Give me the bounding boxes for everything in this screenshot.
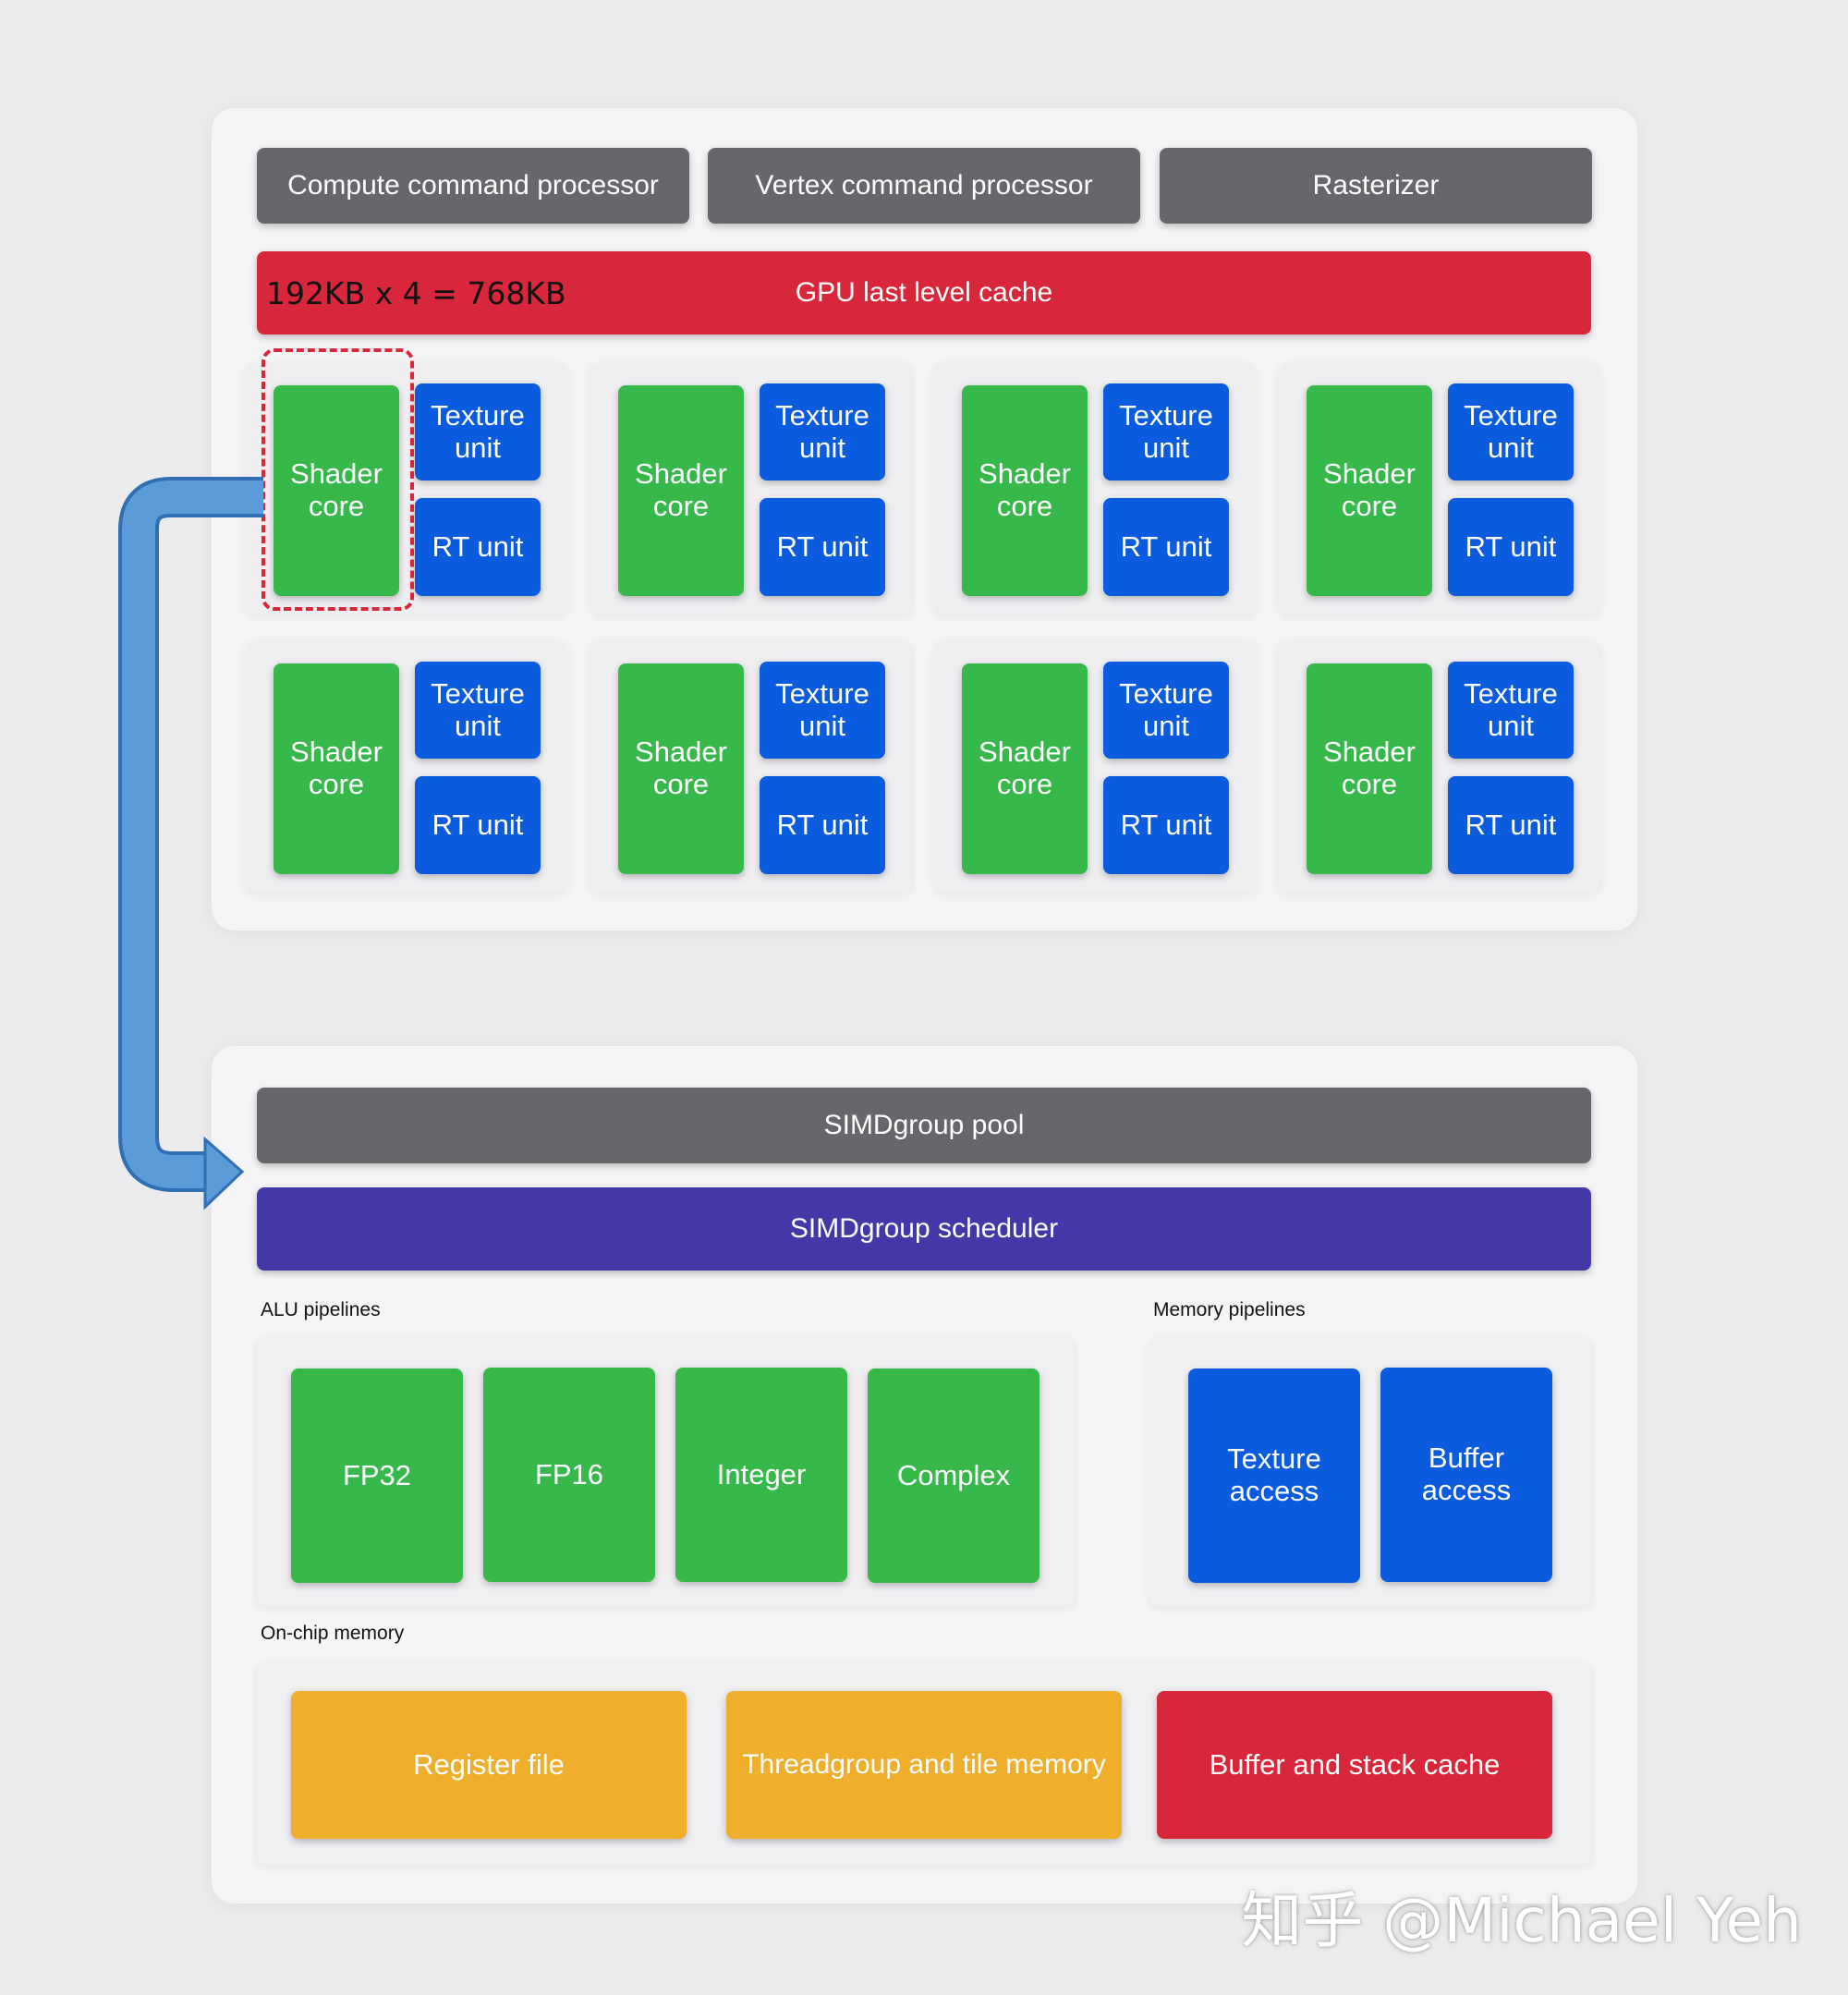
cache-size-label: 192KB x 4 = 768KB <box>266 274 566 311</box>
shader-core: Shader core <box>274 663 399 874</box>
rt-unit: RT unit <box>1448 498 1574 596</box>
buffer-access-pipeline: Buffer access <box>1380 1368 1552 1582</box>
memory-pipelines-label: Memory pipelines <box>1153 1299 1306 1320</box>
texture-unit: Texture unit <box>1448 383 1574 481</box>
texture-unit: Texture unit <box>415 383 541 481</box>
simdgroup-scheduler: SIMDgroup scheduler <box>257 1187 1591 1271</box>
complex-pipeline: Complex <box>868 1369 1040 1583</box>
compute-command-processor: Compute command processor <box>257 148 689 224</box>
shader-core: Shader core <box>1307 385 1432 596</box>
rt-unit: RT unit <box>1103 498 1229 596</box>
integer-pipeline: Integer <box>675 1368 847 1582</box>
alu-pipelines-label: ALU pipelines <box>261 1299 381 1320</box>
shader-core: Shader core <box>962 663 1088 874</box>
texture-unit: Texture unit <box>1103 383 1229 481</box>
on-chip-memory-label: On-chip memory <box>261 1623 405 1644</box>
texture-unit: Texture unit <box>1448 662 1574 759</box>
core-cluster: Shader core Texture unit RT unit <box>590 641 912 893</box>
core-cluster: Shader core Texture unit RT unit <box>934 641 1256 893</box>
shader-core: Shader core <box>962 385 1088 596</box>
texture-unit: Texture unit <box>1103 662 1229 759</box>
shader-core: Shader core <box>274 385 399 596</box>
rt-unit: RT unit <box>1448 776 1574 874</box>
shader-core: Shader core <box>618 663 744 874</box>
simdgroup-pool: SIMDgroup pool <box>257 1088 1591 1163</box>
cache-label: GPU last level cache <box>795 277 1053 308</box>
rt-unit: RT unit <box>760 776 885 874</box>
rasterizer: Rasterizer <box>1160 148 1592 224</box>
rt-unit: RT unit <box>1103 776 1229 874</box>
core-cluster: Shader core Texture unit RT unit <box>934 363 1256 614</box>
rt-unit: RT unit <box>760 498 885 596</box>
core-cluster: Shader core Texture unit RT unit <box>1279 641 1600 893</box>
texture-unit: Texture unit <box>760 383 885 481</box>
fp16-pipeline: FP16 <box>483 1368 655 1582</box>
threadgroup-tile-memory: Threadgroup and tile memory <box>726 1691 1122 1839</box>
register-file: Register file <box>291 1691 687 1839</box>
core-cluster: Shader core Texture unit RT unit <box>590 363 912 614</box>
texture-access-pipeline: Texture access <box>1188 1369 1360 1583</box>
rt-unit: RT unit <box>415 776 541 874</box>
texture-unit: Texture unit <box>415 662 541 759</box>
texture-unit: Texture unit <box>760 662 885 759</box>
vertex-command-processor: Vertex command processor <box>708 148 1140 224</box>
shader-core: Shader core <box>618 385 744 596</box>
shader-core: Shader core <box>1307 663 1432 874</box>
gpu-last-level-cache: 192KB x 4 = 768KB GPU last level cache <box>257 251 1591 335</box>
core-cluster: Shader core Texture unit RT unit <box>246 641 567 893</box>
watermark: 知乎 @Michael Yeh <box>1241 1885 1802 1956</box>
core-cluster: Shader core Texture unit RT unit <box>246 363 567 614</box>
buffer-stack-cache: Buffer and stack cache <box>1157 1691 1552 1839</box>
rt-unit: RT unit <box>415 498 541 596</box>
core-cluster: Shader core Texture unit RT unit <box>1279 363 1600 614</box>
fp32-pipeline: FP32 <box>291 1369 463 1583</box>
